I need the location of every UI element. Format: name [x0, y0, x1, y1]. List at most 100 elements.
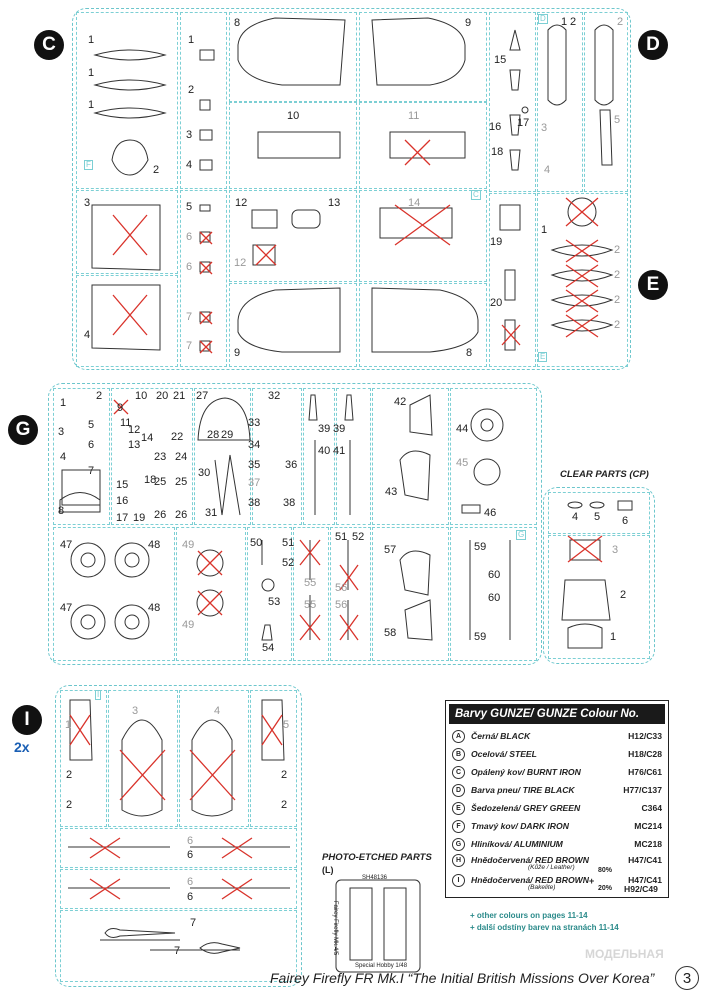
part-label: 25: [154, 476, 167, 488]
part-label: 26: [154, 509, 167, 521]
part-label: 8: [466, 347, 473, 359]
sprue-g-cell: [450, 527, 537, 661]
part-label: 26: [175, 509, 188, 521]
page-number: 3: [675, 966, 699, 990]
page-caption: Fairey Firefly FR Mk.I “The Initial Brit…: [270, 970, 655, 986]
sprue-c-cell: [180, 12, 227, 189]
part-label: 37: [248, 477, 261, 489]
part-label: 7: [174, 945, 181, 957]
part-label: 53: [268, 596, 281, 608]
sprue-d-cell: [537, 12, 583, 192]
sprue-g-cell: [330, 527, 371, 661]
legend-name: Barva pneu/ TIRE BLACK: [471, 785, 575, 795]
sprue-c-cell: [76, 275, 178, 367]
part-label: 17: [116, 512, 129, 524]
sprue-letter-d: D: [638, 30, 668, 60]
sprue-g-cell: [176, 527, 246, 661]
sprue-i-cell: [250, 690, 297, 827]
part-label: 51: [335, 531, 348, 543]
legend-code: MC214: [634, 821, 662, 831]
legend-row: B Ocelová/ STEEL H18/C28: [452, 745, 662, 763]
part-label: 2: [66, 769, 73, 781]
part-label: 1: [561, 16, 568, 28]
sprue-g-cell: [53, 388, 110, 525]
part-label: 15: [116, 479, 129, 491]
part-label: 42: [394, 396, 407, 408]
color-drop-icon: I: [452, 873, 465, 887]
legend-code: H47/C41: [628, 855, 662, 865]
legend-name: Tmavý kov/ DARK IRON: [471, 821, 569, 831]
part-label: 29: [221, 429, 234, 441]
part-label: 3: [58, 426, 65, 438]
part-label: 4: [84, 329, 91, 341]
watermark: МОДЕЛЬНАЯ: [585, 947, 664, 961]
part-label: 7: [186, 311, 193, 323]
legend-footer-1: + other colours on pages 11-14: [470, 911, 588, 920]
legend-code: H12/C33: [628, 731, 662, 741]
part-label: 4: [572, 511, 579, 523]
part-label: 47: [60, 539, 73, 551]
legend-mix-plus: +: [589, 876, 595, 886]
part-label: 9: [117, 402, 124, 414]
part-label: 27: [196, 390, 209, 402]
part-label: 1: [88, 34, 95, 46]
legend-row: H Hnědočervená/ RED BROWN H47/C41: [452, 851, 662, 869]
legend-row: E Šedozelená/ GREY GREEN C364: [452, 799, 662, 817]
legend-name: Hliníková/ ALUMINIUM: [471, 839, 563, 849]
colour-legend: Barvy GUNZE/ GUNZE Colour No. A Černá/ B…: [445, 700, 669, 898]
part-label: 9: [234, 347, 241, 359]
part-label: 40: [318, 445, 331, 457]
part-label: 3: [132, 705, 139, 717]
legend-name: Opálený kov/ BURNT IRON: [471, 767, 581, 777]
part-label: 1: [188, 34, 195, 46]
part-label: 6: [622, 515, 629, 527]
legend-name: Hnědočervená/ RED BROWN: [471, 855, 589, 865]
sprue-i-cell: [60, 869, 297, 909]
part-label: 2: [620, 589, 627, 601]
legend-note: (Kůže / Leather): [528, 864, 575, 871]
color-drop-icon: E: [452, 801, 465, 815]
part-label: 11: [120, 417, 132, 429]
legend-row: A Černá/ BLACK H12/C33: [452, 727, 662, 745]
sprue-i-cell: [60, 690, 107, 827]
part-label: 3: [612, 544, 619, 556]
part-label: 59: [474, 631, 487, 643]
part-label: 5: [186, 201, 193, 213]
part-label: 10: [135, 390, 148, 402]
color-drop-icon: G: [452, 837, 465, 851]
legend-code: H76/C61: [628, 767, 662, 777]
part-label: 48: [148, 539, 161, 551]
legend-mix-pct: 80%: [598, 867, 613, 874]
part-label: 2: [188, 84, 195, 96]
part-label: 60: [488, 592, 501, 604]
sub-tag-g: G: [516, 530, 527, 540]
part-label: 49: [182, 539, 195, 551]
part-label: 7: [186, 340, 193, 352]
part-label: 14: [408, 197, 421, 209]
part-label: 2: [281, 769, 288, 781]
part-label: 4: [60, 451, 67, 463]
part-label: 6: [187, 849, 194, 861]
part-label: 19: [490, 236, 503, 248]
part-label: 41: [333, 445, 346, 457]
part-label: 16: [489, 121, 502, 133]
sprue-frame-c-d-e: [72, 8, 631, 370]
part-label: 22: [171, 431, 184, 443]
part-label: 43: [385, 486, 398, 498]
part-label: 16: [116, 495, 129, 507]
legend-name: Ocelová/ STEEL: [471, 749, 537, 759]
sprue-c-cell: [180, 190, 227, 367]
part-label: 2: [570, 16, 577, 28]
sprue-frame-i: [55, 685, 302, 987]
part-label: 7: [88, 465, 95, 477]
sprue-i-cell: [60, 828, 297, 868]
part-label: 25: [175, 476, 188, 488]
color-drop-icon: B: [452, 747, 465, 761]
sprue-frame-g: [48, 383, 542, 665]
legend-name: Šedozelená/ GREY GREEN: [471, 803, 581, 813]
part-label: 6: [187, 891, 194, 903]
part-label: 34: [248, 439, 261, 451]
part-label: 6: [187, 835, 194, 847]
part-label: 56: [335, 599, 348, 611]
